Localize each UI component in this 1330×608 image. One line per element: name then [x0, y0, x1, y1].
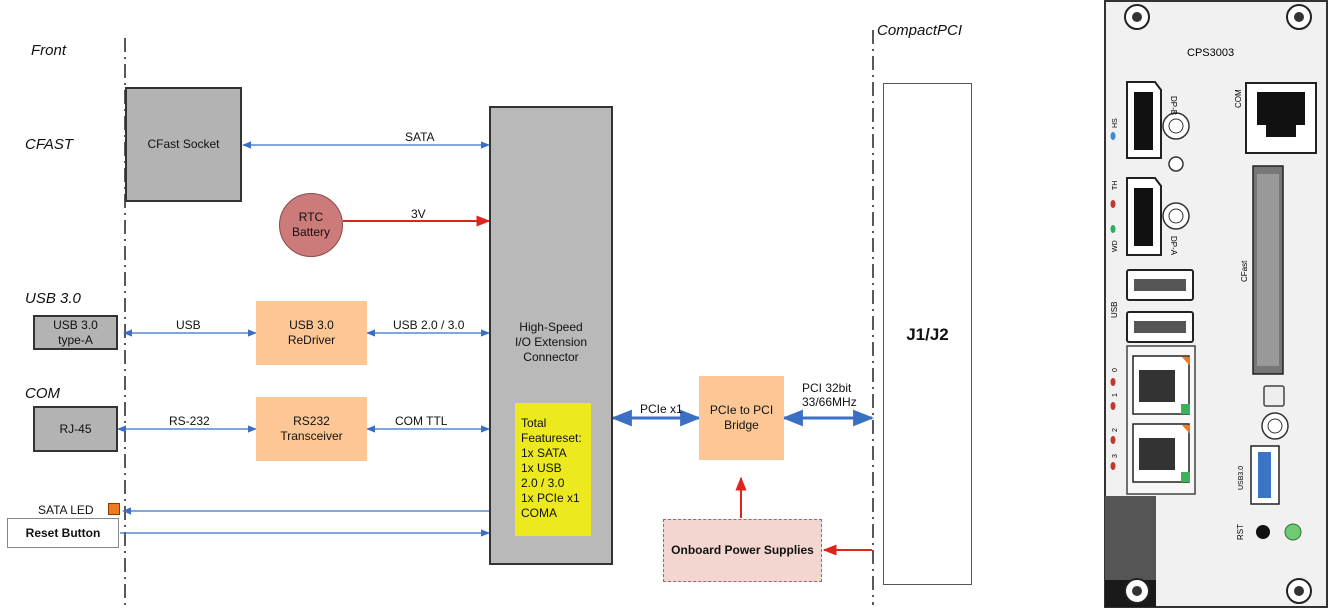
usb-port-icon	[1126, 269, 1194, 301]
knurled-screw-icon	[1162, 202, 1190, 230]
label-led0: 0	[1112, 368, 1119, 372]
com-port-icon	[1245, 82, 1317, 154]
usb-typea-block: USB 3.0 type-A	[33, 315, 118, 350]
hs-io-connector-label: High-Speed I/O Extension Connector	[514, 320, 588, 364]
label-hs: HS	[1112, 118, 1119, 128]
label-wd: WD	[1112, 240, 1119, 252]
screw-icon	[1286, 4, 1312, 30]
section-usb: USB 3.0	[25, 290, 81, 307]
sata-led-indicator	[108, 503, 120, 515]
section-com: COM	[25, 385, 60, 402]
screw-icon	[1124, 4, 1150, 30]
label-usb-panel: USB	[1110, 302, 1119, 318]
screw-icon	[1286, 578, 1312, 604]
label-th: TH	[1112, 181, 1119, 190]
th-led-icon	[1110, 200, 1116, 208]
led2-icon	[1110, 436, 1116, 444]
pcie-pci-bridge-label: PCIe to PCI Bridge	[709, 403, 774, 432]
ethernet-port-icon	[1132, 423, 1190, 483]
usb-typea-label: USB 3.0 type-A	[53, 317, 98, 347]
screw-icon	[1124, 578, 1150, 604]
label-3v: 3V	[411, 207, 426, 221]
label-sata: SATA	[405, 130, 435, 144]
knurled-screw-icon	[1162, 112, 1190, 140]
cfast-socket-label: CFast Socket	[147, 137, 220, 151]
front-panel: CPS3003 DP-B DP-A HS TH WD USB	[1104, 0, 1328, 608]
panel-handle	[1105, 496, 1156, 580]
label-rst: RST	[1236, 524, 1245, 540]
label-usb23: USB 2.0 / 3.0	[393, 318, 465, 332]
reset-button-label: Reset Button	[25, 525, 101, 540]
panel-model: CPS3003	[1187, 47, 1234, 59]
pcie-pci-bridge-block: PCIe to PCI Bridge	[699, 376, 784, 460]
led3-icon	[1110, 462, 1116, 470]
label-pci32: PCI 32bit 33/66MHz	[802, 381, 857, 409]
reset-button-icon	[1256, 525, 1270, 539]
panel-screw-icon	[1261, 412, 1289, 440]
usb-redriver-label: USB 3.0 ReDriver	[287, 318, 336, 347]
hs-led-icon	[1110, 132, 1116, 140]
label-usb30-panel: USB3.0	[1238, 466, 1245, 490]
displayport-b-icon	[1126, 81, 1162, 159]
rj45-label: RJ-45	[59, 421, 92, 436]
small-screw-icon	[1168, 156, 1184, 172]
label-comttl: COM TTL	[395, 414, 448, 428]
label-pciex1: PCIe x1	[640, 402, 683, 416]
power-led-icon	[1284, 523, 1302, 541]
cfast-socket-block: CFast Socket	[125, 87, 242, 202]
ethernet-port-icon	[1132, 355, 1190, 415]
rtc-battery-block: RTC Battery	[279, 193, 343, 257]
featureset-label: Total Featureset: 1x SATA 1x USB 2.0 / 3…	[521, 416, 582, 520]
label-led3: 3	[1112, 454, 1119, 458]
label-cfast-panel: CFast	[1240, 260, 1249, 282]
featureset-block: Total Featureset: 1x SATA 1x USB 2.0 / 3…	[515, 403, 591, 536]
rs232-transceiver-block: RS232 Transceiver	[256, 397, 367, 461]
label-led2: 2	[1112, 428, 1119, 432]
section-cfast: CFAST	[25, 136, 74, 153]
rj45-block: RJ-45	[33, 406, 118, 452]
displayport-a-icon	[1126, 177, 1162, 256]
label-led1: 1	[1112, 393, 1119, 397]
wd-led-icon	[1110, 225, 1116, 233]
label-rs232: RS-232	[169, 414, 210, 428]
section-compactpci: CompactPCI	[877, 22, 963, 39]
panel-button-icon	[1263, 385, 1285, 407]
reset-button-block: Reset Button	[7, 518, 119, 548]
label-usb: USB	[176, 318, 201, 332]
sata-led-label: SATA LED	[38, 503, 94, 517]
label-dpa: DP-A	[1169, 236, 1178, 256]
usb-port-icon	[1126, 311, 1194, 343]
j1j2-label: J1/J2	[906, 324, 949, 344]
led1-icon	[1110, 402, 1116, 410]
label-dpb: DP-B	[1169, 96, 1178, 115]
led0-icon	[1110, 378, 1116, 386]
label-com-panel: COM	[1234, 89, 1243, 108]
j1j2-connector-block: J1/J2	[883, 83, 972, 585]
cfast-slot-icon	[1252, 165, 1284, 375]
section-front: Front	[31, 42, 67, 59]
rs232-transceiver-label: RS232 Transceiver	[280, 414, 343, 443]
usb3-port-icon	[1250, 445, 1280, 505]
power-supplies-label: Onboard Power Supplies	[671, 543, 814, 557]
power-supplies-block: Onboard Power Supplies	[663, 519, 822, 582]
rtc-battery-label: RTC Battery	[291, 210, 330, 239]
usb-redriver-block: USB 3.0 ReDriver	[256, 301, 367, 365]
